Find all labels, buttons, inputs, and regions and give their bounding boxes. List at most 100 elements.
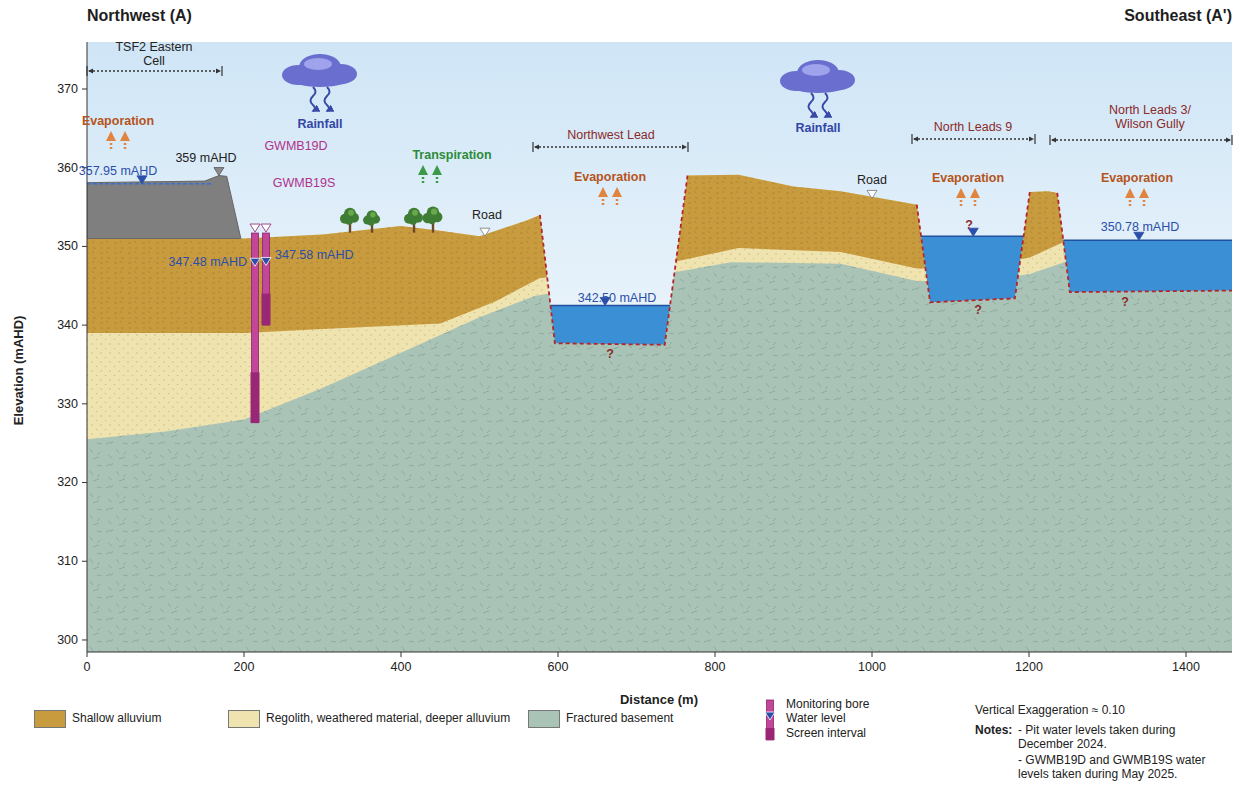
water-level-value: 350.78 mAHD xyxy=(1101,220,1180,234)
tick-label: 370 xyxy=(57,82,78,96)
tsf-water-level xyxy=(87,183,213,185)
tailings-storage xyxy=(87,176,241,239)
tree xyxy=(431,209,437,215)
extent-bracket xyxy=(1052,139,1230,140)
axes xyxy=(82,246,87,247)
uncertainty-mark: ? xyxy=(974,303,982,317)
legend-text: Monitoring bore xyxy=(786,698,869,712)
transpiration-arrow xyxy=(422,167,425,183)
pit-name: North Leads 3/ Wilson Gully xyxy=(1095,103,1205,132)
tick-label: 340 xyxy=(57,318,78,332)
bore-top-marker xyxy=(261,224,271,232)
axes xyxy=(1186,652,1187,657)
extent-bracket xyxy=(1034,134,1035,144)
road-marker xyxy=(480,228,490,236)
tick-label: 350 xyxy=(57,239,78,253)
axes xyxy=(715,652,716,657)
pit-water-surface xyxy=(921,235,1024,236)
axes xyxy=(87,652,88,657)
tree xyxy=(363,210,380,233)
tree xyxy=(340,208,359,233)
rain-cloud xyxy=(786,75,850,93)
axis-title: Distance (m) xyxy=(620,693,698,708)
tick-label: 300 xyxy=(57,633,78,647)
bore-name: GWMB19S xyxy=(273,176,336,190)
extent-bracket xyxy=(89,70,220,71)
water-level-marker xyxy=(261,257,271,265)
screen-interval xyxy=(262,294,271,325)
pit-name: North Leads 9 xyxy=(934,120,1013,134)
axes xyxy=(558,652,559,657)
process-label: Evaporation xyxy=(932,171,1004,185)
tree xyxy=(370,212,375,217)
rain-cloud xyxy=(823,93,828,117)
tree xyxy=(409,217,417,225)
rain-cloud xyxy=(288,69,352,87)
pit-water-surface xyxy=(1063,240,1232,241)
extent-bracket xyxy=(532,142,533,152)
note-text: Notes: xyxy=(975,724,1012,738)
pit-water xyxy=(1063,240,1232,292)
axes xyxy=(82,639,87,640)
plot-area xyxy=(87,42,1232,652)
tick-label: 0 xyxy=(84,660,91,674)
bore-legend-symbol xyxy=(765,700,775,740)
road-marker xyxy=(867,190,877,198)
tick-label: 400 xyxy=(391,660,412,674)
rain-cloud xyxy=(304,58,332,70)
extent-bracket xyxy=(1049,135,1050,145)
legend-text: Regolith, weathered material, deeper all… xyxy=(266,712,510,726)
axes xyxy=(82,482,87,483)
evaporation-arrow xyxy=(974,190,977,206)
bore-legend-symbol xyxy=(766,728,775,740)
process-label: Evaporation xyxy=(82,114,154,128)
evaporation-arrow xyxy=(1129,190,1132,206)
screen-interval xyxy=(251,372,260,422)
bore-top-marker xyxy=(250,224,260,232)
area-label: TSF2 Eastern Cell xyxy=(109,40,199,69)
transpiration-arrow xyxy=(436,167,439,183)
water-level-value: 357.95 mAHD xyxy=(79,164,158,178)
water-level-value: 347.58 mAHD xyxy=(275,248,354,262)
legend-swatch xyxy=(34,710,66,728)
tick-label: 200 xyxy=(234,660,255,674)
process-label: Transpiration xyxy=(412,148,491,162)
axes xyxy=(82,325,87,326)
axes xyxy=(872,652,873,657)
extent-bracket xyxy=(221,66,222,76)
tree xyxy=(345,217,353,225)
tick-label: 320 xyxy=(57,475,78,489)
process-label: Rainfall xyxy=(795,121,840,135)
pit-outline xyxy=(540,176,688,345)
extent-bracket xyxy=(912,134,1035,144)
tree xyxy=(423,206,443,232)
extent-bracket xyxy=(535,146,686,147)
geology xyxy=(87,42,1232,652)
regolith-layer xyxy=(87,42,1232,652)
evaporation-arrow xyxy=(124,133,127,149)
rain-cloud xyxy=(809,93,814,117)
axes xyxy=(87,42,1232,652)
legend-text: Shallow alluvium xyxy=(72,712,161,726)
extent-bracket xyxy=(1231,135,1232,145)
extent-bracket xyxy=(1050,135,1232,145)
monitoring-bore xyxy=(263,233,270,325)
extent-bracket xyxy=(533,142,688,152)
evaporation-arrow xyxy=(1143,190,1146,206)
axes xyxy=(401,652,402,657)
rain-cloud xyxy=(325,87,330,111)
bore-name: GWMB19D xyxy=(264,139,327,153)
tick-label: 800 xyxy=(705,660,726,674)
section-end-label: Northwest (A) xyxy=(87,7,192,25)
legend-text: Fractured basement xyxy=(566,712,673,726)
tree xyxy=(368,218,375,225)
tick-label: 1000 xyxy=(858,660,886,674)
tick-label: 1400 xyxy=(1172,660,1200,674)
process-label: Evaporation xyxy=(574,170,646,184)
bore-legend-symbol xyxy=(765,712,775,720)
pit-water-surface xyxy=(550,305,670,306)
uncertainty-mark: ? xyxy=(606,347,614,361)
note-text: - GWMB19D and GWMB19S water levels taken… xyxy=(1018,754,1230,782)
axes xyxy=(244,652,245,657)
tree xyxy=(404,208,423,233)
